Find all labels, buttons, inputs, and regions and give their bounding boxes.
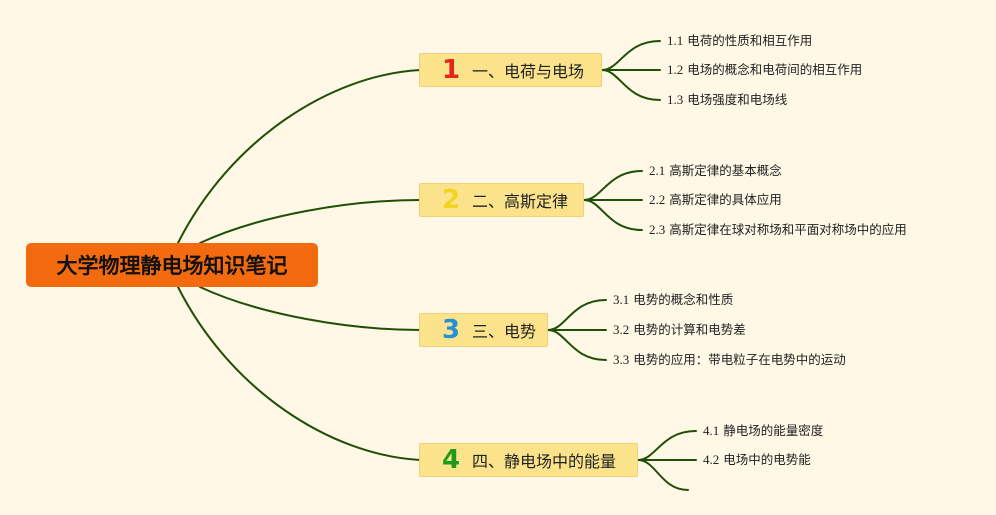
connector-root-topic-4 xyxy=(177,286,421,461)
topic-4-label: 四、静电场中的能量 xyxy=(472,452,617,471)
connector-topic-3-sub-1 xyxy=(547,299,607,331)
subtopic-text: 电荷的性质和相互作用 xyxy=(687,33,813,48)
topic-2-marker: 2 xyxy=(442,185,461,215)
root-title: 大学物理静电场知识笔记 xyxy=(56,254,288,278)
connector-root-topic-1 xyxy=(177,69,421,244)
subtopic-text: 电势的概念和性质 xyxy=(633,292,734,307)
subtopic-number: 1.1 xyxy=(667,33,684,48)
connector-root-topic-2 xyxy=(199,199,421,244)
topic-1[interactable]: 1 一、电荷与电场 xyxy=(419,53,602,87)
subtopic-number: 1.3 xyxy=(667,92,684,107)
topic-2[interactable]: 2 二、高斯定律 xyxy=(419,183,584,217)
topic-4[interactable]: 4 四、静电场中的能量 xyxy=(419,443,638,477)
subtopic-number: 2.3 xyxy=(649,222,666,237)
connector-topic-3-sub-3 xyxy=(547,329,607,361)
topic-1-marker: 1 xyxy=(442,55,461,85)
subtopic-text: 电场的概念和电荷间的相互作用 xyxy=(687,62,863,77)
subtopic-number: 4.2 xyxy=(703,452,720,467)
connector-topic-1-sub-3 xyxy=(601,69,661,101)
subtopic-number: 3.2 xyxy=(613,322,630,337)
subtopic-text: 高斯定律的基本概念 xyxy=(669,163,782,178)
topic-1-label: 一、电荷与电场 xyxy=(472,62,585,81)
topic-4-marker: 4 xyxy=(442,445,461,475)
subtopic-text: 静电场的能量密度 xyxy=(723,423,824,438)
connector-root-topic-3 xyxy=(199,286,421,331)
topic-3-marker: 3 xyxy=(442,315,461,345)
topic-3[interactable]: 3 三、电势 xyxy=(419,313,548,347)
subtopic-number: 3.1 xyxy=(613,292,630,307)
connector-topic-1-sub-1 xyxy=(601,40,661,71)
connector-topic-4-sub-3 xyxy=(637,459,689,491)
subtopic-number: 1.2 xyxy=(667,62,684,77)
connector-topic-2-sub-1 xyxy=(583,170,643,201)
subtopic-text: 高斯定律在球对称场和平面对称场中的应用 xyxy=(669,222,907,237)
topic-3-label: 三、电势 xyxy=(472,322,537,341)
connector-topic-4-sub-1 xyxy=(637,430,697,461)
connector-topic-2-sub-3 xyxy=(583,199,643,231)
subtopic-number: 4.1 xyxy=(703,423,720,438)
subtopic-text: 高斯定律的具体应用 xyxy=(669,192,782,207)
subtopic-text: 电势的应用：带电粒子在电势中的运动 xyxy=(633,352,846,367)
subtopic-text: 电场强度和电场线 xyxy=(687,92,788,107)
subtopic-number: 2.2 xyxy=(649,192,666,207)
topic-2-label: 二、高斯定律 xyxy=(472,192,569,211)
subtopic-text: 电势的计算和电势差 xyxy=(633,322,746,337)
root-topic[interactable]: 大学物理静电场知识笔记 xyxy=(26,243,318,287)
subtopic-number: 3.3 xyxy=(613,352,630,367)
subtopic-number: 2.1 xyxy=(649,163,666,178)
subtopic-text: 电场中的电势能 xyxy=(723,452,811,467)
